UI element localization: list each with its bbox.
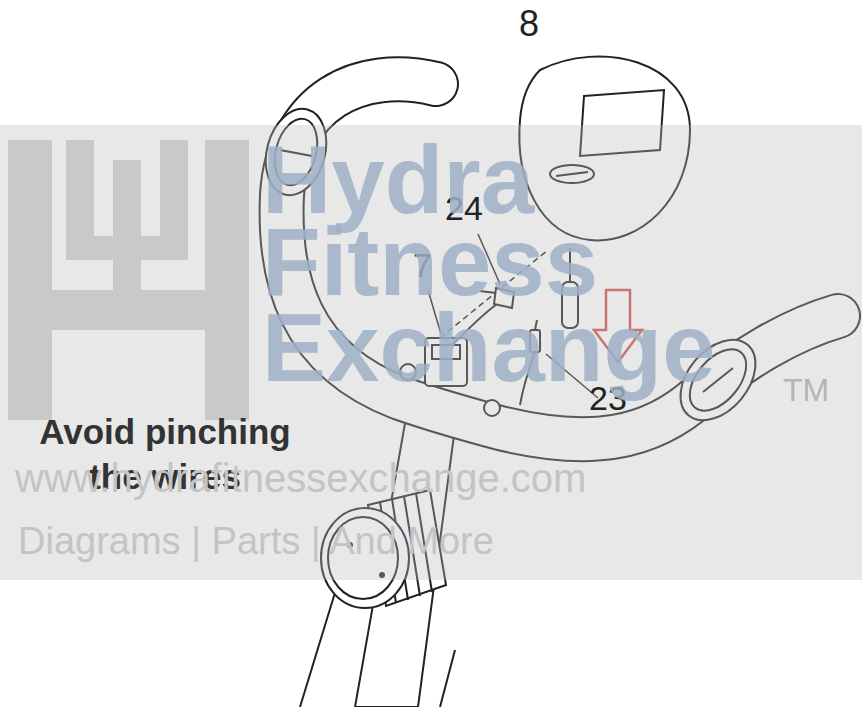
watermark-text: www.hydrafitnessexchange.com bbox=[15, 455, 586, 501]
watermark-logo bbox=[8, 140, 249, 420]
watermark-band bbox=[0, 125, 862, 580]
watermark-text: TM bbox=[783, 372, 829, 409]
watermark-text: Exchange bbox=[262, 300, 716, 396]
watermark-text: Fitness bbox=[262, 214, 598, 310]
callout-number: 8 bbox=[519, 3, 539, 44]
watermark-text: Diagrams | Parts | And More bbox=[18, 520, 494, 564]
